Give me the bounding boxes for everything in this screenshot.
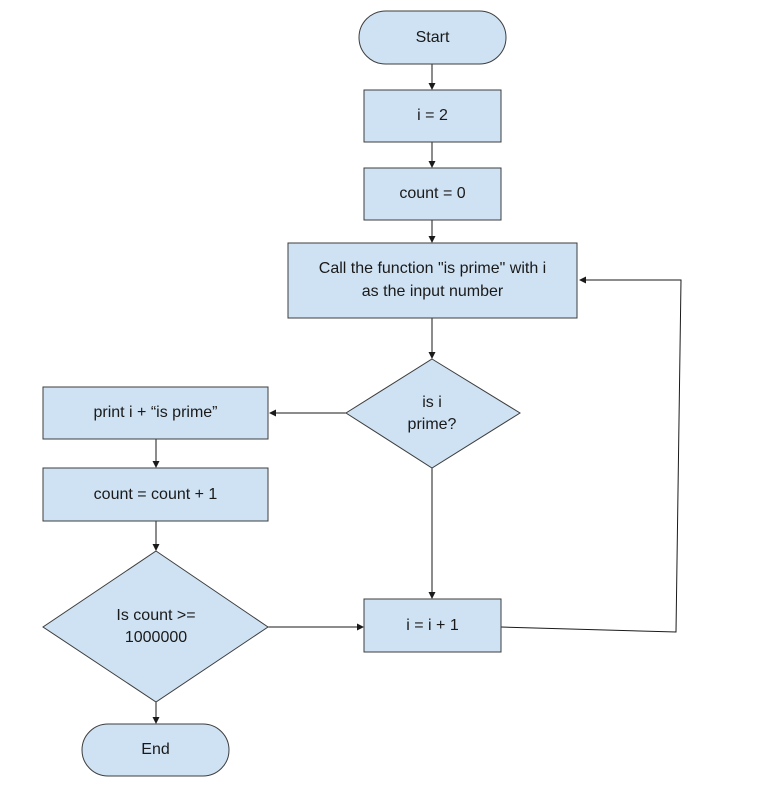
decision-count-limit-shape <box>42 550 269 703</box>
arrowhead <box>152 717 160 724</box>
init-i-process: i = 2 <box>363 89 502 143</box>
end-terminal: End <box>81 723 230 777</box>
start-label: Start <box>416 29 450 46</box>
decision-is-prime: is i prime? <box>345 358 521 469</box>
connector-loop-back-to-call <box>500 279 682 633</box>
call-function-shape <box>287 242 578 319</box>
connectors <box>152 64 682 724</box>
init-i-shape <box>363 89 502 143</box>
print-process: print i + “is prime” <box>42 386 269 440</box>
decision-count-limit-label-line2: 1000000 <box>125 629 187 646</box>
arrowhead <box>428 83 436 90</box>
decision-count-limit: Is count >= 1000000 <box>42 550 269 703</box>
call-function-label-line2: as the input number <box>362 283 504 300</box>
decision-is-prime-label-line2: prime? <box>408 416 457 433</box>
call-function-process: Call the function "is prime" with i as t… <box>287 242 578 319</box>
arrowhead <box>152 461 160 468</box>
start-terminal: Start <box>358 10 507 65</box>
arrowhead <box>428 161 436 168</box>
increment-i-shape <box>363 598 502 653</box>
decision-is-prime-label-line1: is i <box>422 394 442 411</box>
increment-count-process: count = count + 1 <box>42 467 269 522</box>
init-count-shape <box>363 167 502 221</box>
end-shape <box>81 723 230 777</box>
call-function-label-line1: Call the function "is prime" with i <box>319 260 546 277</box>
arrowhead <box>357 623 364 631</box>
increment-i-process: i = i + 1 <box>363 598 502 653</box>
arrowhead <box>579 276 586 284</box>
end-label: End <box>141 741 169 758</box>
increment-count-label: count = count + 1 <box>94 486 218 503</box>
arrowhead <box>428 592 436 599</box>
arrowhead <box>152 544 160 551</box>
increment-i-label: i = i + 1 <box>406 617 459 634</box>
print-shape <box>42 386 269 440</box>
arrowhead <box>428 236 436 243</box>
print-label: print i + “is prime” <box>93 404 217 421</box>
decision-is-prime-shape <box>345 358 521 469</box>
start-shape <box>358 10 507 65</box>
init-count-label: count = 0 <box>399 185 465 202</box>
init-count-process: count = 0 <box>363 167 502 221</box>
arrowhead <box>428 352 436 359</box>
init-i-label: i = 2 <box>417 107 448 124</box>
decision-count-limit-label-line1: Is count >= <box>116 607 195 624</box>
arrowhead <box>269 409 276 417</box>
increment-count-shape <box>42 467 269 522</box>
